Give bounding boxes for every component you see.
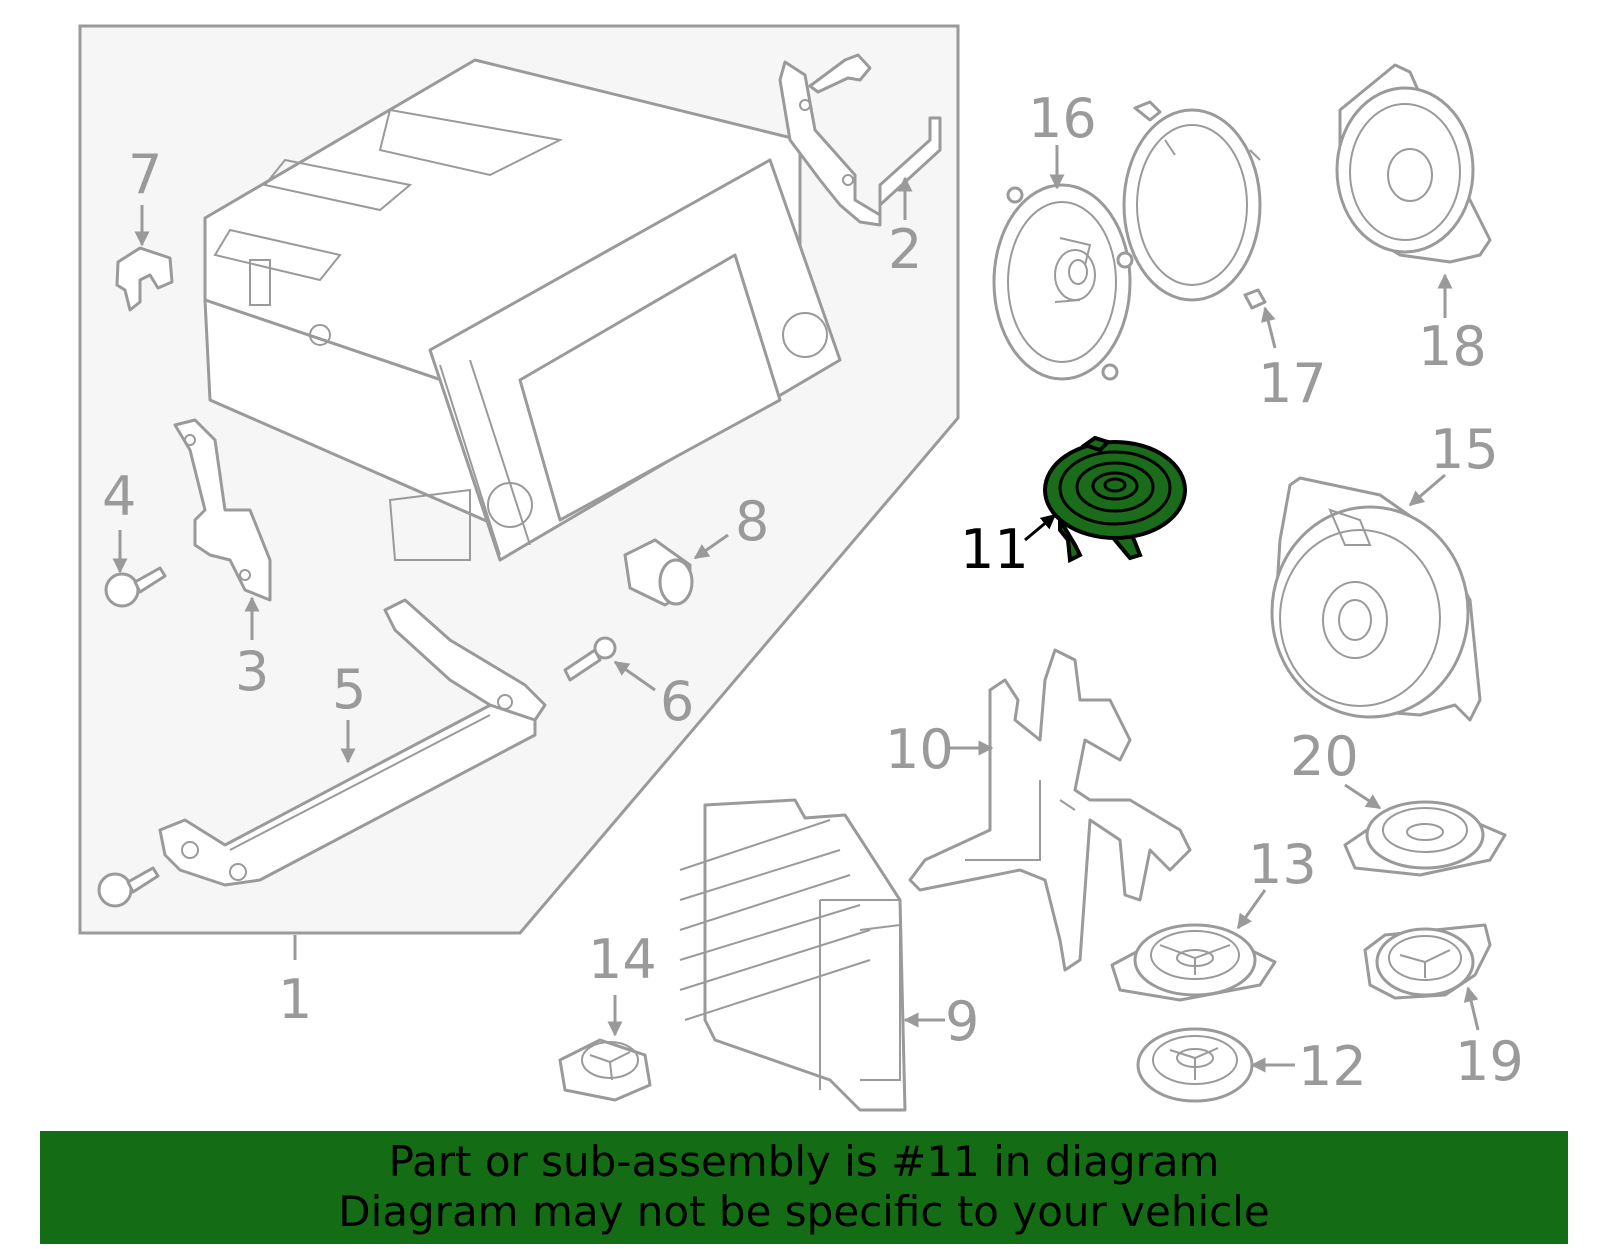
speaker-part-19[interactable] [1363, 923, 1492, 1000]
banner-line-1: Part or sub-assembly is #11 in diagram [388, 1137, 1220, 1186]
callout-9: 9 [945, 990, 979, 1053]
speaker-part-20[interactable] [1343, 800, 1507, 877]
clip-part-7[interactable] [115, 246, 174, 312]
callout-17: 17 [1258, 352, 1327, 415]
speaker-part-14[interactable] [558, 1038, 652, 1102]
callout-14: 14 [588, 928, 657, 991]
callout-13: 13 [1248, 833, 1317, 896]
callout-11: 11 [960, 518, 1029, 581]
callout-7: 7 [128, 143, 162, 206]
banner-line-2: Diagram may not be specific to your vehi… [338, 1187, 1270, 1236]
callout-19: 19 [1455, 1030, 1524, 1093]
speaker-part-15[interactable] [1270, 476, 1482, 722]
callout-labels: 1 2 3 4 5 6 7 8 9 10 11 12 13 14 15 16 1… [102, 87, 1524, 1098]
callout-12: 12 [1298, 1035, 1367, 1098]
callout-18: 18 [1418, 315, 1487, 378]
callout-4: 4 [102, 465, 136, 528]
speaker-ring-part-17[interactable] [1122, 100, 1267, 310]
screw-part-6[interactable] [563, 636, 617, 682]
knob-part-8[interactable] [623, 538, 694, 607]
screw-part-4[interactable] [104, 566, 167, 608]
bracket-part-5[interactable] [158, 598, 547, 887]
callout-3: 3 [235, 640, 269, 703]
amplifier-part-9[interactable] [679, 798, 907, 1112]
speaker-part-12[interactable] [1136, 1027, 1254, 1103]
speaker-part-11-highlighted[interactable] [1043, 435, 1187, 564]
speaker-part-16[interactable] [992, 183, 1134, 381]
callout-8: 8 [735, 490, 769, 553]
callout-16: 16 [1028, 87, 1097, 150]
callout-10: 10 [885, 718, 954, 781]
leader-lines [112, 145, 1480, 1073]
callout-2: 2 [888, 218, 922, 281]
screw-part-5b[interactable] [97, 866, 160, 908]
head-unit-part[interactable] [203, 58, 842, 562]
bracket-part-10[interactable] [908, 648, 1192, 972]
speaker-part-13[interactable] [1110, 923, 1277, 1002]
callout-6: 6 [660, 670, 694, 733]
info-banner: Part or sub-assembly is #11 in diagram D… [40, 1131, 1568, 1244]
callout-1: 1 [278, 968, 312, 1031]
bracket-part-3[interactable] [173, 418, 272, 602]
speaker-part-18[interactable] [1335, 63, 1492, 264]
callout-20: 20 [1290, 725, 1359, 788]
callout-5: 5 [332, 658, 366, 721]
callout-15: 15 [1430, 418, 1499, 481]
